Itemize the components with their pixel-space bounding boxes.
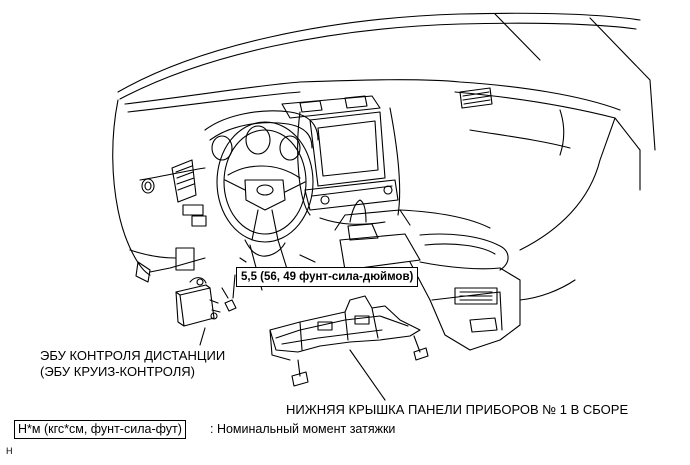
legend-description: : Номинальный момент затяжки: [210, 422, 396, 436]
legend-unit-box: Н*м (кгс*см, фунт-сила-фут): [14, 420, 186, 439]
leader-lines: [199, 274, 386, 401]
ecu-bolt: [221, 287, 237, 312]
cover-label: НИЖНЯЯ КРЫШКА ПАНЕЛИ ПРИБОРОВ № 1 В СБОР…: [286, 402, 629, 417]
center-console: [334, 199, 576, 351]
steering-wheel: [204, 110, 319, 257]
dashboard-body: [112, 79, 641, 283]
windshield-outline: [117, 12, 656, 151]
torque-spec-box: 5,5 (56, 49 фунт-сила-дюймов): [236, 267, 419, 287]
right-vent: [459, 87, 571, 156]
lower-panel-cover: [269, 295, 421, 361]
corner-code: H: [6, 446, 13, 456]
cover-screws: [291, 335, 429, 387]
ecu-label-line1: ЭБУ КОНТРОЛЯ ДИСТАНЦИИ: [40, 348, 226, 363]
center-stack: [281, 95, 401, 225]
distance-control-ecu: [175, 277, 221, 327]
ecu-label-line2: (ЭБУ КРУИЗ-КОНТРОЛЯ): [40, 364, 195, 379]
